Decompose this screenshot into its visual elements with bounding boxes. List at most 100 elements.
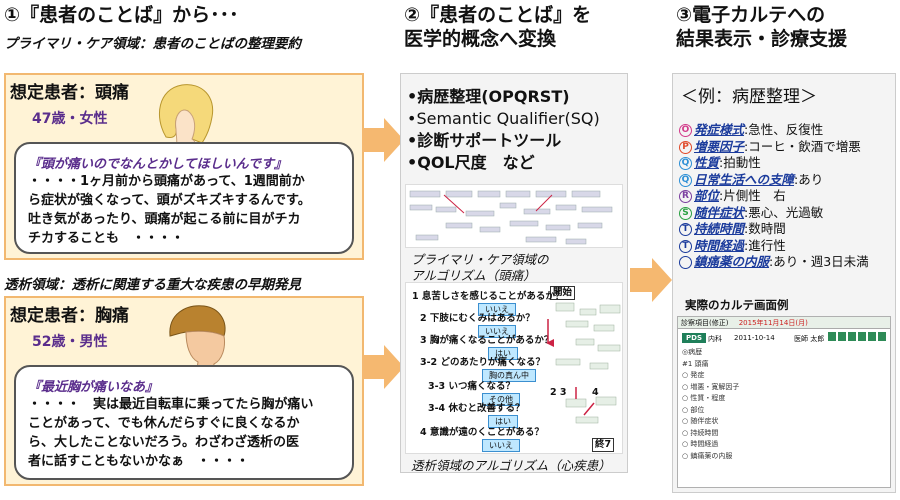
history-item-value: :数時間 bbox=[744, 221, 786, 236]
toolbar-icons bbox=[828, 332, 886, 341]
karte-tab[interactable]: PDS bbox=[682, 333, 706, 343]
flow-answer: その他 bbox=[482, 393, 520, 406]
flow-question: 3-4 休むと改善する？ bbox=[428, 403, 525, 414]
case1-text: ・・・・1ヶ月前から頭痛があって、1週間前か ら症状が強くなって、頭がズキズキす… bbox=[28, 172, 311, 248]
case1-panel: 想定患者：頭痛 47歳・女性 『頭が痛いのでなんとかしてほしいんです』 ・・・・… bbox=[4, 73, 364, 260]
flowchart-thumbnail-icon bbox=[409, 190, 613, 245]
karte-line: ○ 随伴症状 bbox=[682, 417, 719, 425]
history-item-label: 増悪因子 bbox=[694, 138, 745, 154]
case2-text: ・・・・ 実は最近自転車に乗ってたら胸が痛い ことがあって、でも休んだらすぐに良… bbox=[28, 395, 313, 471]
flow-start: 開始 bbox=[550, 286, 576, 300]
caption-headache: プライマリ・ケア領域の アルゴリズム（頭痛） bbox=[411, 252, 549, 284]
history-item-letter-icon: P bbox=[679, 140, 692, 154]
history-item: 鎮痛薬の内服:あり・週3日未満 bbox=[679, 254, 869, 271]
history-item-letter-icon: S bbox=[679, 206, 692, 220]
karte-header-label: 診察項目(修正) bbox=[681, 319, 729, 327]
history-item-value: :あり・週3日未満 bbox=[769, 254, 869, 269]
flow-end: 終7 bbox=[592, 438, 615, 452]
case2-panel: 想定患者：胸痛 52歳・男性 『最近胸が痛いなあ』 ・・・・ 実は最近自転車に乗… bbox=[4, 296, 364, 486]
case1-line: ら症状が強くなって、頭がズキズキするんです。 bbox=[28, 193, 311, 208]
case2-quote: 『最近胸が痛いなあ』 bbox=[28, 380, 159, 395]
concept-item: •Semantic Qualifier(SQ) bbox=[407, 109, 600, 128]
karte-header: 診察項目(修正) 2015年11月14日(月) bbox=[678, 317, 890, 329]
arrow-right-icon bbox=[630, 258, 672, 302]
flow-answer: はい bbox=[488, 415, 518, 428]
history-item-label: 持続時間 bbox=[694, 221, 745, 236]
history-item-label: 時間経過 bbox=[694, 237, 745, 253]
algorithm-cardiac-flowchart: 開始 1 息苦しさを感じることがあるか？ いいえ 2 下肢にむくみはあるか？ い… bbox=[405, 282, 623, 454]
karte-line: ○ 持続時間 bbox=[682, 428, 719, 437]
col3-heading: ③電子カルテへの 結果表示・診療支援 bbox=[676, 3, 847, 51]
flow-side-label: 4 bbox=[592, 387, 599, 398]
case1-line: 吐き気があったり、頭痛が起こる前に目がチカ bbox=[28, 212, 301, 227]
flow-side-label: 2 3 bbox=[550, 387, 567, 398]
karte-screen: 診察項目(修正) 2015年11月14日(月) PDS 内科 2011-10-1… bbox=[677, 316, 891, 488]
flow-question: 4 意識が遠のくことがある？ bbox=[420, 427, 544, 438]
caption-line: アルゴリズム（頭痛） bbox=[411, 268, 536, 283]
history-item-value: :あり bbox=[794, 171, 824, 187]
history-item-value: :急性、反復性 bbox=[744, 122, 824, 137]
col2-panel: •病歴整理(OPQRST) •Semantic Qualifier(SQ) •診… bbox=[400, 73, 628, 473]
history-item-label: 鎮痛薬の内服 bbox=[694, 254, 770, 269]
history-item-value: :片側性 右 bbox=[719, 188, 786, 203]
karte-field1: 内科 bbox=[708, 335, 722, 343]
karte-line: ◎病歴 bbox=[682, 348, 703, 356]
history-item-letter-icon: Q bbox=[679, 157, 692, 170]
case1-quote: 『頭が痛いのでなんとかしてほしいんです』 bbox=[28, 157, 287, 172]
case1-line: チカすることも ・・・・ bbox=[28, 231, 185, 246]
karte-date: 2015年11月14日(月) bbox=[738, 319, 808, 327]
section2-title: 透析領域：透析に関連する重大な疾患の早期発見 bbox=[4, 277, 301, 293]
flow-answer: いいえ bbox=[478, 325, 516, 338]
case1-speech-bubble: 『頭が痛いのでなんとかしてほしいんです』 ・・・・1ヶ月前から頭痛があって、1週… bbox=[14, 142, 354, 254]
flow-answer: いいえ bbox=[478, 303, 516, 316]
flow-answer: 胸の真ん中 bbox=[482, 369, 536, 382]
case2-line: ら、大したことないだろう。わざわざ透析の医 bbox=[28, 435, 300, 450]
history-item-label: 部位 bbox=[694, 188, 720, 203]
concept-item: •診断サポートツール bbox=[407, 131, 562, 150]
algorithm-headache-thumbnail bbox=[405, 184, 623, 248]
concept-item: •QOL尺度 など bbox=[407, 153, 535, 172]
history-item-letter-icon: Q bbox=[679, 173, 692, 187]
history-item-value: :進行性 bbox=[744, 237, 786, 253]
col1-heading: ①『患者のことば』から･･･ bbox=[4, 4, 239, 26]
example-title: ＜例：病歴整理＞ bbox=[681, 87, 817, 107]
history-item-label: 日常生活への支障 bbox=[694, 171, 795, 187]
history-item-letter-icon: O bbox=[679, 124, 692, 137]
col3-heading-line1: ③電子カルテへの bbox=[676, 4, 826, 26]
col2-heading: ②『患者のことば』を 医学的概念へ変換 bbox=[404, 3, 591, 51]
case2-patient-label: 想定患者：胸痛 bbox=[10, 306, 129, 326]
history-item-letter-icon bbox=[679, 256, 692, 269]
case2-speech-bubble: 『最近胸が痛いなあ』 ・・・・ 実は最近自転車に乗ってたら胸が痛い ことがあって… bbox=[14, 365, 354, 480]
arrow-right-icon bbox=[362, 345, 404, 389]
history-item-letter-icon: R bbox=[679, 190, 692, 203]
case2-line: ことがあって、でも休んだらすぐに良くなるか bbox=[28, 416, 300, 431]
col3-heading-line2: 結果表示・診療支援 bbox=[676, 28, 848, 50]
karte-line: #1 頭痛 bbox=[682, 359, 709, 368]
flow-answer: いいえ bbox=[482, 439, 520, 452]
case1-patient-label: 想定患者：頭痛 bbox=[10, 83, 129, 103]
flow-question: 3 胸が痛くなることがあるか？ bbox=[420, 335, 554, 346]
karte-doctor: 医師 太郎 bbox=[794, 335, 825, 343]
history-item-letter-icon: T bbox=[679, 239, 692, 253]
arrow-right-icon bbox=[362, 118, 404, 162]
flow-question: 3-3 いつ痛くなる？ bbox=[428, 381, 515, 392]
karte-line: ○ 発症 bbox=[682, 371, 705, 379]
karte-body: ◎病歴#1 頭痛○ 発症○ 増悪・寛解因子○ 性質・程度○ 部位○ 随伴症状○ … bbox=[682, 347, 739, 462]
karte-line: ○ 増悪・寛解因子 bbox=[682, 382, 740, 391]
concept-item: •病歴整理(OPQRST) bbox=[407, 87, 570, 106]
col2-heading-line1: ②『患者のことば』を bbox=[404, 4, 592, 26]
caption-cardiac: 透析領域のアルゴリズム（心疾患） bbox=[411, 458, 611, 473]
case1-line: ・・・・1ヶ月前から頭痛があって、1週間前か bbox=[28, 174, 305, 189]
history-item-value: :コーヒ・飲酒で増悪 bbox=[744, 138, 861, 154]
flow-question: 1 息苦しさを感じることがあるか？ bbox=[412, 291, 565, 302]
history-item-label: 性質 bbox=[694, 155, 720, 170]
